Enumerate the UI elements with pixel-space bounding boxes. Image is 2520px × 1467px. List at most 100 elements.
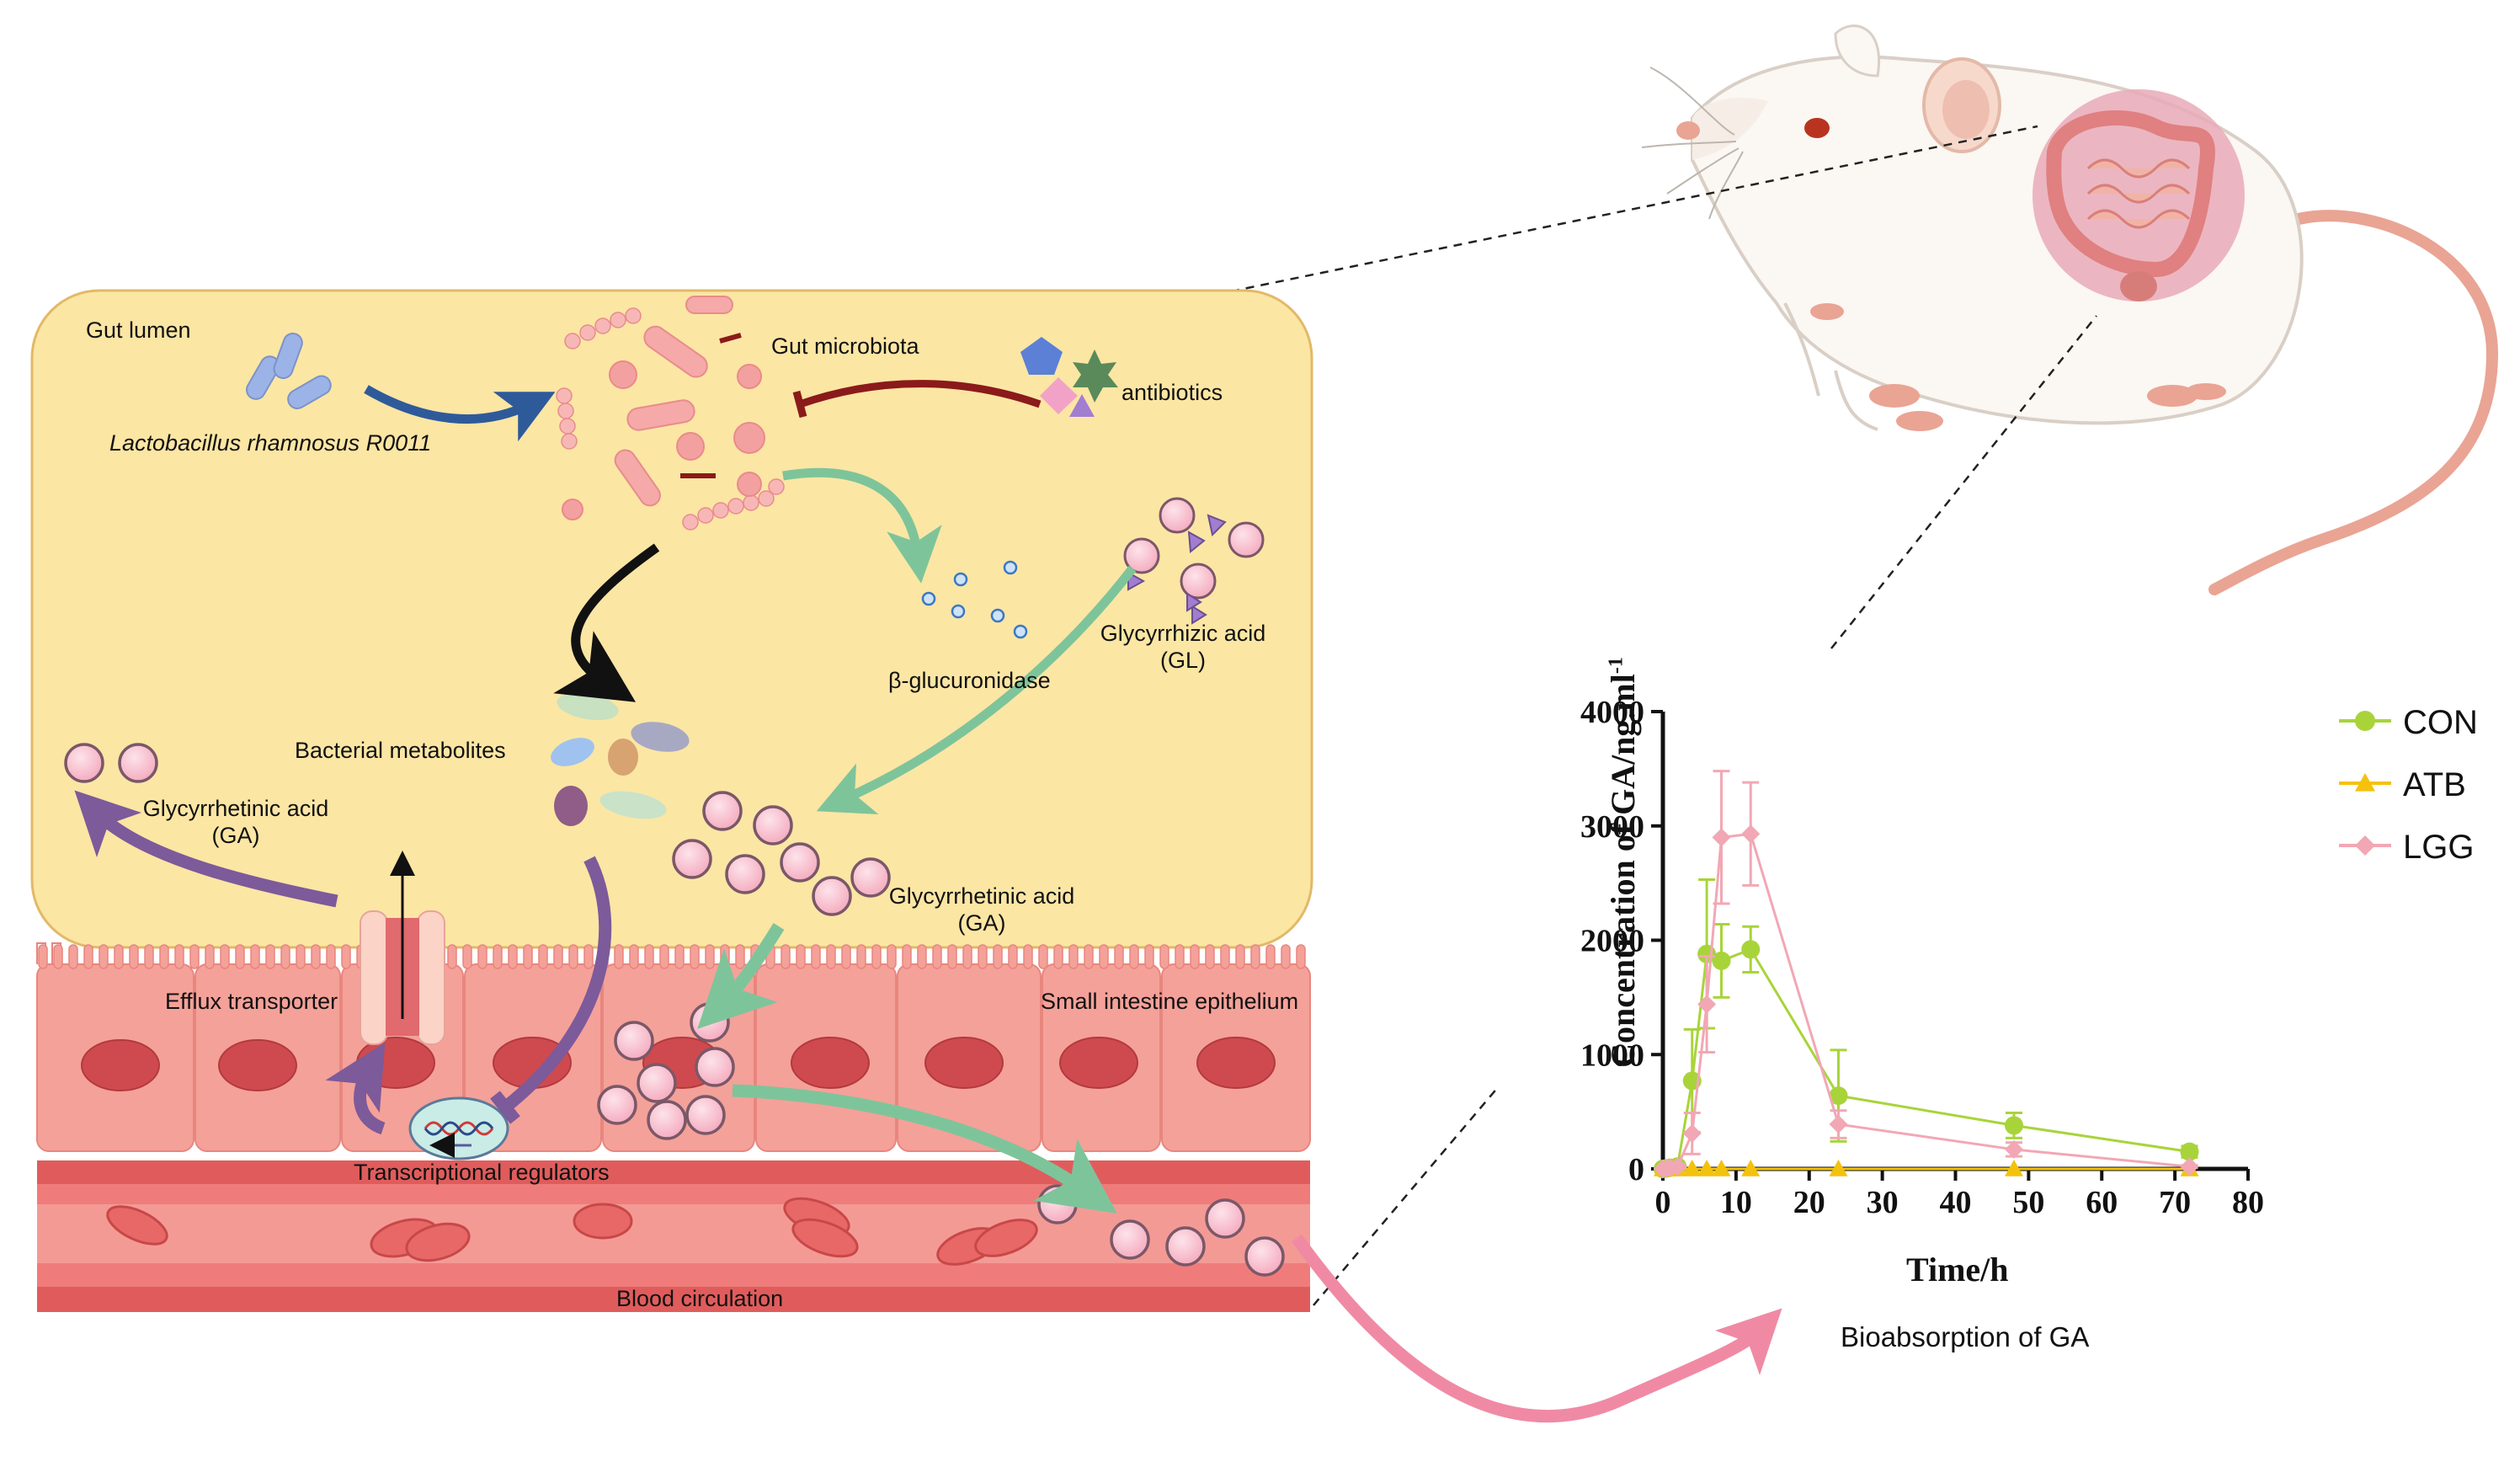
- microvillus: [659, 944, 669, 969]
- lactobacillus-icon: [246, 333, 332, 409]
- cell-to-blood-arrow: [732, 1084, 1117, 1214]
- efflux-transporter-icon: [360, 851, 445, 1045]
- metabolites-to-regulator-arrow: [501, 856, 612, 1112]
- microvillus: [144, 944, 154, 969]
- microvillus: [311, 944, 321, 969]
- beta-glucuronidase-dots: [921, 560, 1028, 639]
- microvillus: [477, 944, 487, 969]
- data-point: [2005, 1139, 2023, 1159]
- microvillus: [781, 944, 791, 969]
- series-line: [1662, 832, 2190, 1171]
- microvillus: [508, 944, 518, 969]
- zoom-connector-lines: [1230, 125, 2097, 1306]
- legend-marker: [2355, 835, 2375, 856]
- microvillus: [1053, 944, 1063, 969]
- x-tick-label: 0: [1655, 1185, 1671, 1220]
- mouse-icon: [1641, 24, 2499, 595]
- data-point: [1682, 1160, 1702, 1176]
- probiotic-to-microbiota-arrow: [364, 385, 556, 442]
- data-point: [1668, 1157, 1687, 1176]
- microvillus: [114, 944, 124, 969]
- microvillus: [1008, 944, 1018, 969]
- series-lgg: [1654, 770, 2199, 1178]
- microvillus: [341, 944, 351, 969]
- data-point: [2180, 1157, 2199, 1176]
- microvillus: [1175, 944, 1185, 969]
- microvillus: [538, 944, 548, 969]
- x-tick-label: 50: [2012, 1185, 2044, 1220]
- data-point: [2005, 1160, 2023, 1176]
- microvillus: [1068, 944, 1079, 969]
- legend-swatch: [2339, 711, 2391, 731]
- regulator-to-efflux-arrow: [325, 1042, 386, 1135]
- microvillus: [735, 944, 745, 969]
- microvillus: [841, 944, 851, 969]
- data-point: [1712, 828, 1731, 847]
- x-tick-label: 10: [1720, 1185, 1752, 1220]
- microvillus: [629, 944, 639, 969]
- microvillus: [1129, 944, 1139, 969]
- chart-y-axis-title: Concentration of GA/ng.ml-1: [1604, 657, 1642, 1068]
- y-tick-label: 4000: [1580, 695, 1644, 730]
- microvillus: [129, 944, 139, 969]
- microvillus: [159, 944, 169, 969]
- microvillus: [1281, 944, 1291, 969]
- microvillus: [1190, 944, 1200, 969]
- series-con: [1654, 878, 2199, 1178]
- microvillus: [887, 944, 897, 969]
- microvillus: [1023, 944, 1033, 969]
- bacteria-cluster-icon: [556, 296, 785, 531]
- lactobacillus-label: Lactobacillus rhamnosus R0011: [109, 430, 432, 456]
- microvillus: [462, 944, 472, 969]
- intestine-icon: [2033, 89, 2245, 301]
- chart-x-axis-title: Time/h: [1906, 1251, 2009, 1288]
- microvillus: [690, 944, 700, 969]
- glycyrrhetinic-acid-balls: [64, 743, 891, 916]
- data-point: [1741, 1160, 1761, 1176]
- pathway-arrows: [74, 380, 1782, 1422]
- microvillus: [493, 944, 503, 969]
- microvillus: [99, 944, 109, 969]
- gut-lumen-label: Gut lumen: [86, 317, 191, 343]
- antibiotics-label: antibiotics: [1121, 380, 1223, 405]
- microvillus: [568, 944, 578, 969]
- data-point: [1697, 995, 1717, 1014]
- microvillus: [220, 944, 230, 969]
- data-point: [1829, 1160, 1848, 1176]
- microvillus: [205, 944, 215, 969]
- microvillus: [1114, 944, 1124, 969]
- microvillus: [871, 944, 882, 969]
- microvillus: [189, 944, 200, 969]
- microvillus: [68, 944, 78, 969]
- data-point: [2180, 1142, 2199, 1161]
- microvillus: [1038, 944, 1048, 969]
- x-tick-label: 70: [2159, 1185, 2191, 1220]
- microvillus: [174, 944, 184, 969]
- microvillus: [1220, 944, 1230, 969]
- ga-lumen-left-label: Glycyrrhetinic acid(GA): [142, 796, 329, 849]
- data-point: [1829, 1115, 1848, 1134]
- microvillus: [265, 944, 275, 969]
- microvillus: [1099, 944, 1109, 969]
- microbiota-to-metabolites-arrow: [553, 543, 660, 702]
- microvillus: [83, 944, 93, 969]
- x-tick-label: 80: [2232, 1185, 2264, 1220]
- microvillus: [1296, 944, 1306, 969]
- glycyrrhizic-acid-icon: [1123, 497, 1265, 625]
- gl-to-ga-arrow: [816, 565, 1137, 814]
- x-tick-label: 30: [1867, 1185, 1899, 1220]
- microvillus: [826, 944, 836, 969]
- gut-lumen-panel: [30, 289, 1313, 949]
- antibiotics-shapes-icon: [1020, 337, 1118, 417]
- data-point: [1712, 951, 1731, 970]
- microvillus: [583, 944, 594, 969]
- microvillus: [553, 944, 563, 969]
- blood-to-chart-arrow: [1291, 1234, 1782, 1422]
- microvillus: [856, 944, 866, 969]
- microvillus: [1265, 944, 1276, 969]
- microvillus: [1144, 944, 1154, 969]
- ga-lumen-right-label: Glycyrrhetinic acid(GA): [888, 883, 1075, 936]
- data-point: [1741, 940, 1761, 959]
